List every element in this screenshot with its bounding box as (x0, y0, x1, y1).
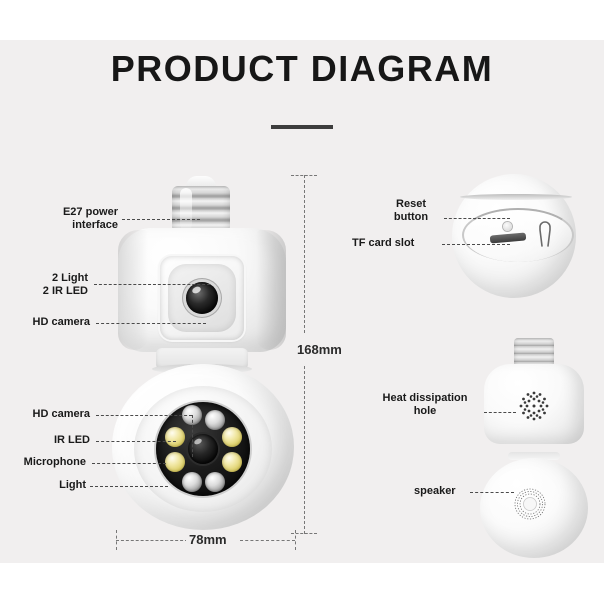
label-speaker: speaker (414, 485, 456, 497)
leader-hd-camera-top (96, 323, 206, 324)
width-dimension-value: 78mm (186, 531, 230, 548)
heat-view-body (484, 364, 584, 444)
upper-body-left-shading (118, 230, 148, 350)
speaker-view-illustration (474, 452, 594, 564)
leader-hd-camera-bottom-drop (192, 415, 193, 457)
warm-led-right-lower (222, 452, 242, 472)
leader-tf-card-slot (442, 244, 510, 245)
label-reset-button: Reset button (393, 198, 429, 223)
heat-view-e27-base (514, 338, 554, 368)
leader-microphone (92, 463, 166, 464)
hd-camera-lens-lower (188, 434, 218, 464)
main-product-illustration (112, 172, 298, 532)
leader-ir-led (96, 441, 176, 442)
leader-light (90, 486, 168, 487)
leader-two-light-two-ir-led (94, 284, 210, 285)
speaker-grill-icon (508, 482, 552, 526)
speaker-view-neck (508, 452, 560, 460)
label-ir-led: IR LED (53, 434, 90, 446)
leader-e27-power-interface (122, 219, 200, 220)
label-e27-power-interface: E27 power interface (62, 206, 118, 231)
heat-dissipation-hole-icon (514, 386, 554, 426)
label-microphone: Microphone (23, 456, 86, 468)
warm-led-left-upper (165, 427, 185, 447)
underside-view-illustration (444, 168, 584, 308)
ir-led-top-right (205, 410, 225, 430)
label-tf-card-slot: TF card slot (352, 237, 415, 249)
e27-screw-base (170, 176, 232, 232)
label-hd-camera-top: HD camera (32, 316, 90, 328)
page-title: PRODUCT DIAGRAM (110, 48, 494, 89)
ir-led-bottom-right (205, 472, 225, 492)
heat-dissipation-view-illustration (478, 338, 590, 450)
label-two-light-two-ir-led: 2 Light 2 IR LED (42, 272, 88, 297)
leader-hd-camera-bottom (96, 415, 192, 416)
hd-camera-lens-upper (186, 282, 218, 314)
leader-reset-button (444, 218, 510, 219)
height-dimension-bottom-cap (291, 533, 317, 534)
leader-heat-dissipation-hole (484, 412, 516, 413)
height-dimension-value: 168mm (294, 341, 345, 358)
reset-pin-icon (536, 220, 554, 248)
label-hd-camera-bottom: HD camera (32, 408, 90, 420)
width-dimension-right-cap (295, 530, 296, 550)
underside-top-rim (460, 194, 572, 200)
width-dimension-line-right (240, 540, 295, 541)
title-underline-rule (271, 125, 333, 129)
warm-led-right-upper (222, 427, 242, 447)
height-dimension-line-lower (304, 366, 305, 534)
warm-led-left-lower (165, 452, 185, 472)
leader-speaker (470, 492, 514, 493)
width-dimension-line-left (116, 540, 188, 541)
label-light: Light (59, 479, 86, 491)
height-dimension-line-upper (304, 175, 305, 333)
ir-led-bottom-left (182, 472, 202, 492)
e27-highlight (180, 188, 192, 230)
upper-body-right-shading (256, 230, 286, 350)
label-heat-dissipation-hole: Heat dissipation hole (382, 392, 468, 417)
reset-button-hole[interactable] (503, 222, 512, 231)
